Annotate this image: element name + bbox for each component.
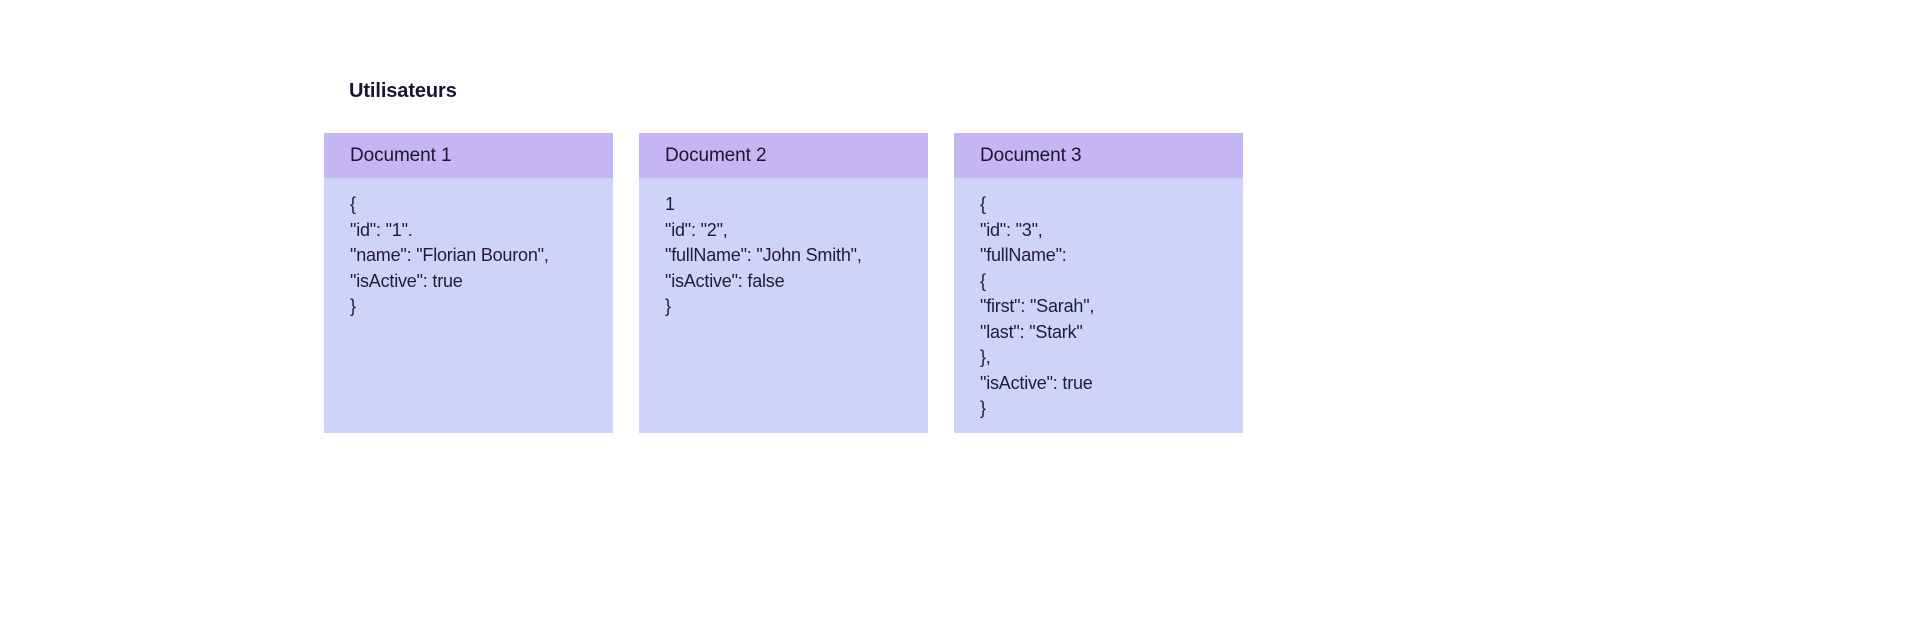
json-line: } [350, 296, 356, 316]
json-line: { [980, 270, 986, 291]
document-card-header: Document 3 [954, 133, 1243, 178]
json-line: "id": "2", [665, 219, 728, 240]
json-line: } [980, 398, 986, 418]
json-line: "first": "Sarah", [980, 296, 1095, 316]
json-line: { [350, 194, 356, 214]
json-line: "isActive": true [350, 270, 463, 291]
json-line: }, [980, 347, 991, 367]
document-card-list: Document 1 { "id": "1". "name": "Florian… [324, 133, 1243, 433]
json-line: "last": "Stark" [980, 321, 1083, 342]
document-card[interactable]: Document 2 1 "id": "2", "fullName": "Joh… [639, 133, 928, 433]
json-line: "name": "Florian Bouron", [350, 245, 549, 265]
document-card-body: 1 "id": "2", "fullName": "John Smith", "… [639, 178, 928, 433]
document-card-body: { "id": "3", "fullName": { "first": "Sar… [954, 178, 1243, 433]
document-card-title: Document 3 [980, 144, 1082, 166]
document-card-header: Document 1 [324, 133, 613, 178]
json-line: "id": "3", [980, 219, 1043, 240]
json-line: 1 [665, 194, 675, 214]
json-line: "fullName": "John Smith", [665, 245, 862, 265]
document-card-header: Document 2 [639, 133, 928, 178]
document-card[interactable]: Document 1 { "id": "1". "name": "Florian… [324, 133, 613, 433]
json-line: "fullName": [980, 245, 1067, 265]
json-line: } [665, 296, 671, 316]
document-card-title: Document 2 [665, 144, 767, 166]
document-card[interactable]: Document 3 { "id": "3", "fullName": { "f… [954, 133, 1243, 433]
json-line: "isActive": false [665, 270, 785, 291]
json-line: "isActive": true [980, 372, 1093, 393]
json-line: "id": "1". [350, 219, 413, 240]
page-title: Utilisateurs [349, 80, 457, 102]
document-card-body: { "id": "1". "name": "Florian Bouron", "… [324, 178, 613, 433]
document-card-title: Document 1 [350, 144, 452, 166]
json-line: { [980, 194, 986, 214]
